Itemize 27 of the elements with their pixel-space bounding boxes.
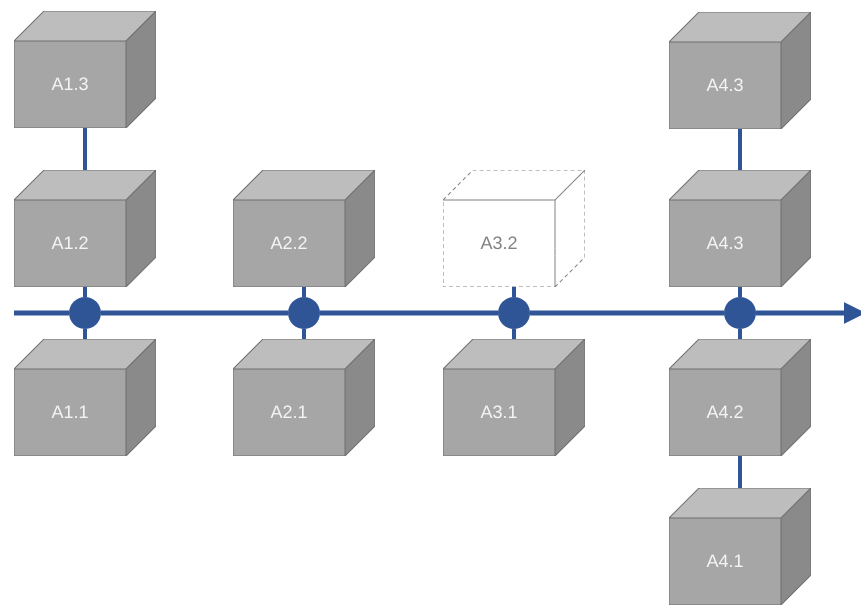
connector-line — [83, 128, 87, 170]
cube-label: A2.2 — [270, 232, 308, 255]
connector-line — [14, 310, 69, 316]
connector-line — [83, 329, 87, 339]
timeline-arrow — [756, 302, 861, 324]
connector-line — [101, 310, 288, 316]
connector-line — [738, 329, 742, 339]
cube-label: A1.1 — [51, 401, 89, 424]
connector-line — [738, 287, 742, 297]
cube-label: A4.2 — [706, 401, 744, 424]
cube-label: A4.3 — [706, 232, 744, 255]
connector-line — [302, 329, 306, 339]
cube-label: A1.3 — [51, 73, 89, 96]
cube-label: A3.2 — [480, 232, 518, 255]
connector-line — [530, 310, 724, 316]
connector-line — [83, 287, 87, 297]
connector-line — [512, 329, 516, 339]
cube-label: A1.2 — [51, 232, 89, 255]
connector-line — [738, 129, 742, 170]
cube-label: A4.3 — [706, 74, 744, 97]
connector-line — [512, 287, 516, 297]
connector-line — [302, 287, 306, 297]
cube-label: A2.1 — [270, 401, 308, 424]
cube-label: A4.1 — [706, 550, 744, 573]
connector-line — [320, 310, 498, 316]
connector-line — [738, 456, 742, 488]
cube-label: A3.1 — [480, 401, 518, 424]
